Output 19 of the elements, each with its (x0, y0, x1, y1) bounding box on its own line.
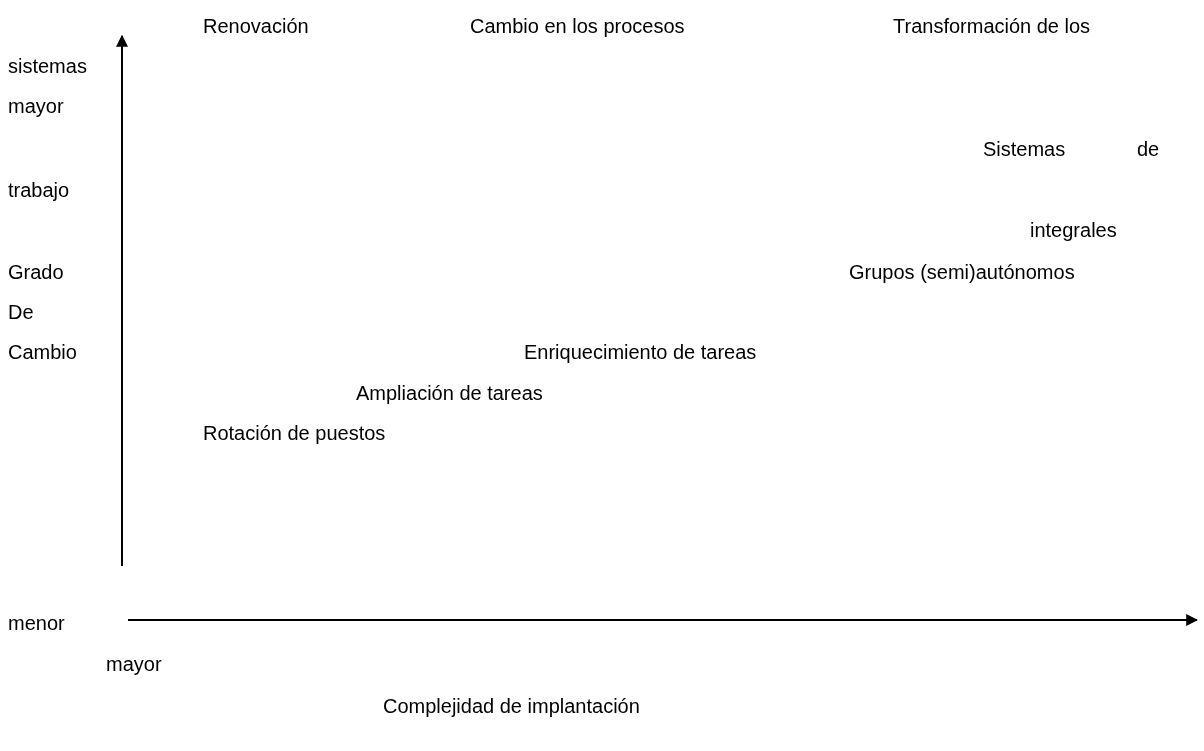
text-label: Complejidad de implantación (383, 694, 640, 718)
text-label: Enriquecimiento de tareas (524, 340, 757, 364)
text-label: de (1137, 137, 1160, 161)
text-label: trabajo (8, 178, 70, 202)
text-label: Renovación (203, 14, 309, 38)
text-label: Grupos (semi)autónomos (849, 260, 1075, 284)
text-label: Transformación de los (893, 14, 1091, 38)
text-label: Ampliación de tareas (356, 381, 543, 405)
text-label: Grado (8, 260, 64, 284)
text-label: Rotación de puestos (203, 421, 386, 445)
text-label: mayor (8, 94, 64, 118)
text-label: Cambio en los procesos (470, 14, 685, 38)
text-label: menor (8, 611, 65, 635)
text-label: Sistemas (983, 137, 1066, 161)
text-label: mayor (106, 652, 162, 676)
text-label: sistemas (8, 54, 87, 78)
text-label: De (8, 300, 34, 324)
text-label: Cambio (8, 340, 77, 364)
text-label: integrales (1030, 218, 1117, 242)
